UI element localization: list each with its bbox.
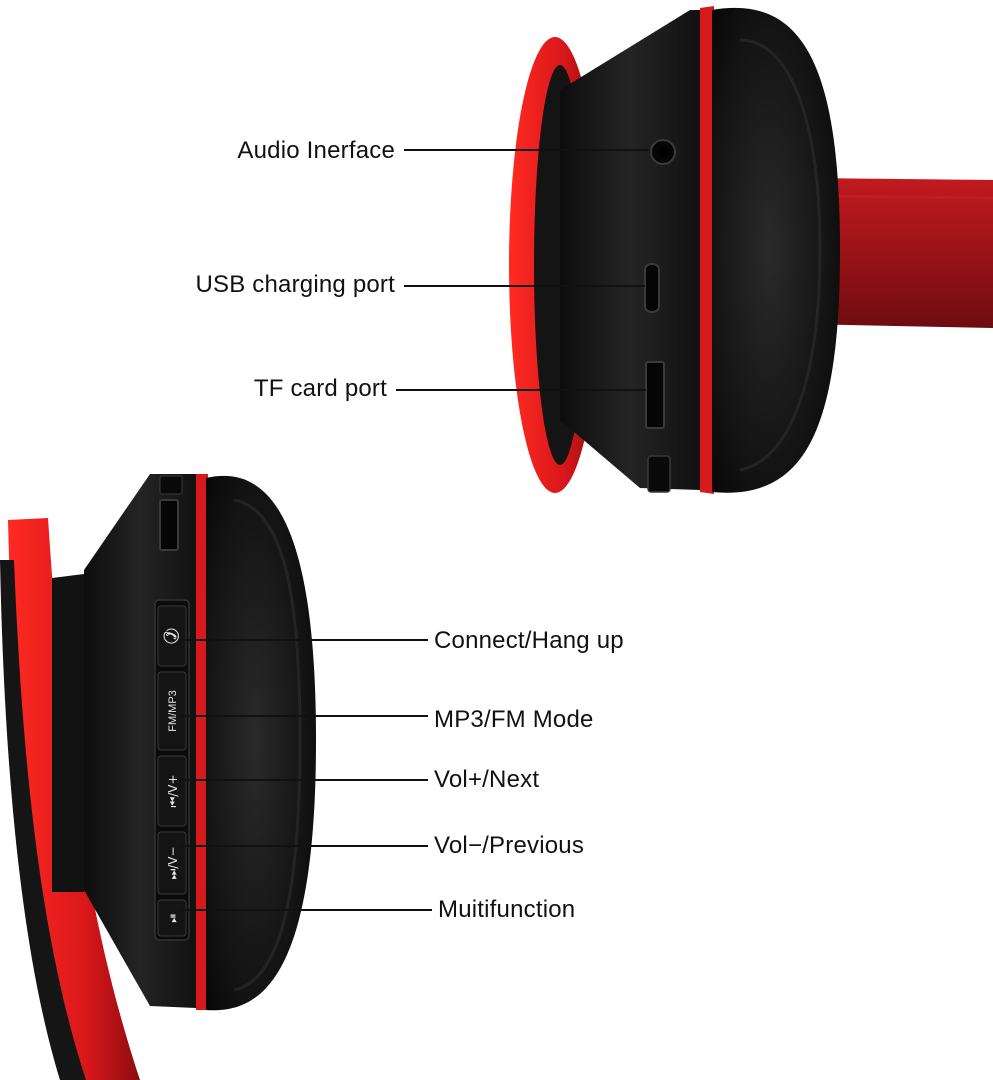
connect-hangup-button — [157, 605, 187, 667]
bottom-tf-slot — [159, 499, 179, 551]
multifunction-button — [157, 899, 187, 937]
vol-up-button-text: ⏮/V+ — [166, 774, 180, 807]
usb-charging-port — [644, 263, 660, 313]
phone-icon: ✆ — [159, 628, 183, 645]
mode-button-text: FM/MP3 — [167, 690, 179, 732]
mode-button — [157, 671, 187, 751]
vol-up-button — [157, 755, 187, 827]
multifunction-button-text: ⏯ — [166, 913, 180, 923]
mp3-fm-mode-label: MP3/FM Mode — [434, 706, 594, 733]
top-earcup — [396, 6, 993, 494]
vol-up-next-label: Vol+/Next — [434, 766, 540, 793]
usb-charging-port-label: USB charging port — [195, 271, 395, 298]
bottom-ear-cushion — [206, 475, 316, 1011]
connect-hangup-label: Connect/Hang up — [434, 627, 624, 654]
top-housing — [560, 10, 700, 490]
bottom-earcup: ✆ FM/MP3 ⏮/V+ ⏭/V− ⏯ — [0, 474, 432, 1080]
vol-down-button — [157, 831, 187, 895]
audio-interface-label: Audio Inerface — [237, 137, 395, 164]
vol-down-previous-label: Vol−/Previous — [434, 832, 585, 859]
top-headband — [800, 178, 993, 328]
vol-down-button-text: ⏭/V− — [166, 846, 180, 879]
tf-card-port-label: TF card port — [253, 375, 387, 402]
tf-card-slot — [645, 361, 665, 429]
multifunction-label: Muitifunction — [438, 896, 576, 923]
